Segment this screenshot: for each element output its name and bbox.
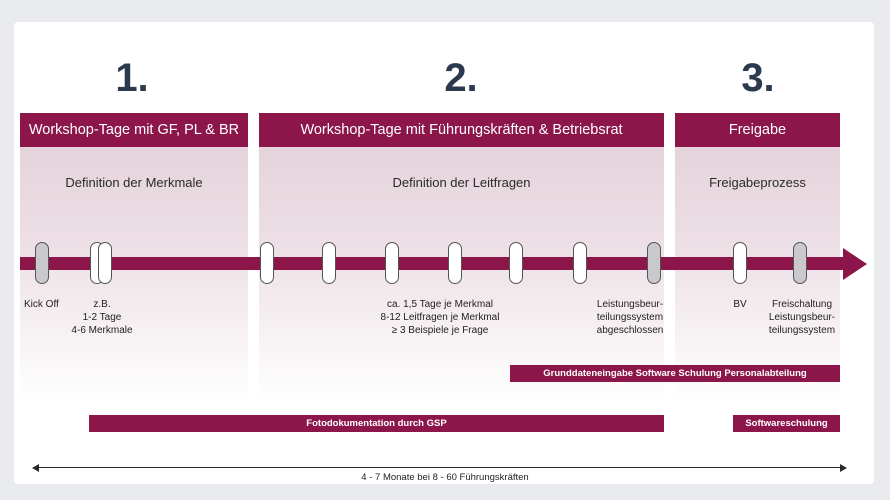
phase-1-title: Workshop-Tage mit GF, PL & BR (20, 113, 248, 147)
phase-1-subtitle: Definition der Merkmale (65, 175, 203, 190)
duration-line (36, 467, 842, 468)
phase-2-subtitle: Definition der Leitfragen (392, 175, 531, 190)
milestone-phase2-2 (322, 242, 336, 284)
label-phase1: z.B. 1-2 Tage 4-6 Merkmale (71, 299, 133, 336)
milestone-phase1-b (98, 242, 112, 284)
duration-label: 4 - 7 Monate bei 8 - 60 Führungskräften (361, 472, 529, 483)
bar-fotodokumentation: Fotodokumentation durch GSP (89, 415, 664, 432)
phase-3-subtitle: Freigabeprozess (709, 175, 806, 190)
label-bv: BV (733, 299, 747, 310)
label-phase2: ca. 1,5 Tage je Merkmal 8-12 Leitfragen … (380, 299, 500, 336)
duration-arrow-right (840, 464, 847, 472)
phase-2-title: Workshop-Tage mit Führungskräften & Betr… (259, 113, 664, 147)
bar-grunddaten: Grunddateneingabe Software Schulung Pers… (510, 365, 840, 382)
milestone-phase2-1 (260, 242, 274, 284)
label-kickoff: Kick Off (24, 299, 59, 310)
phase-1-number: 1. (115, 56, 149, 100)
milestone-bv (733, 242, 747, 284)
milestone-release (793, 242, 807, 284)
milestone-phase2-3 (385, 242, 399, 284)
label-release: Freischaltung Leistungsbeur- teilungssys… (768, 299, 836, 336)
phase-2-number: 2. (444, 56, 478, 100)
timeline-arrowhead (843, 248, 867, 280)
milestone-phase2-5 (509, 242, 523, 284)
label-system-done: Leistungsbeur- teilungssystem abgeschlos… (596, 299, 664, 336)
milestone-system-done (647, 242, 661, 284)
milestone-phase2-6 (573, 242, 587, 284)
phase-3-number: 3. (741, 56, 775, 100)
phase-3-title: Freigabe (675, 113, 840, 147)
milestone-phase2-4 (448, 242, 462, 284)
milestone-kickoff (35, 242, 49, 284)
bar-softwareschulung: Softwareschulung (733, 415, 840, 432)
timeline-bar (20, 257, 845, 270)
duration-arrow-left (32, 464, 39, 472)
